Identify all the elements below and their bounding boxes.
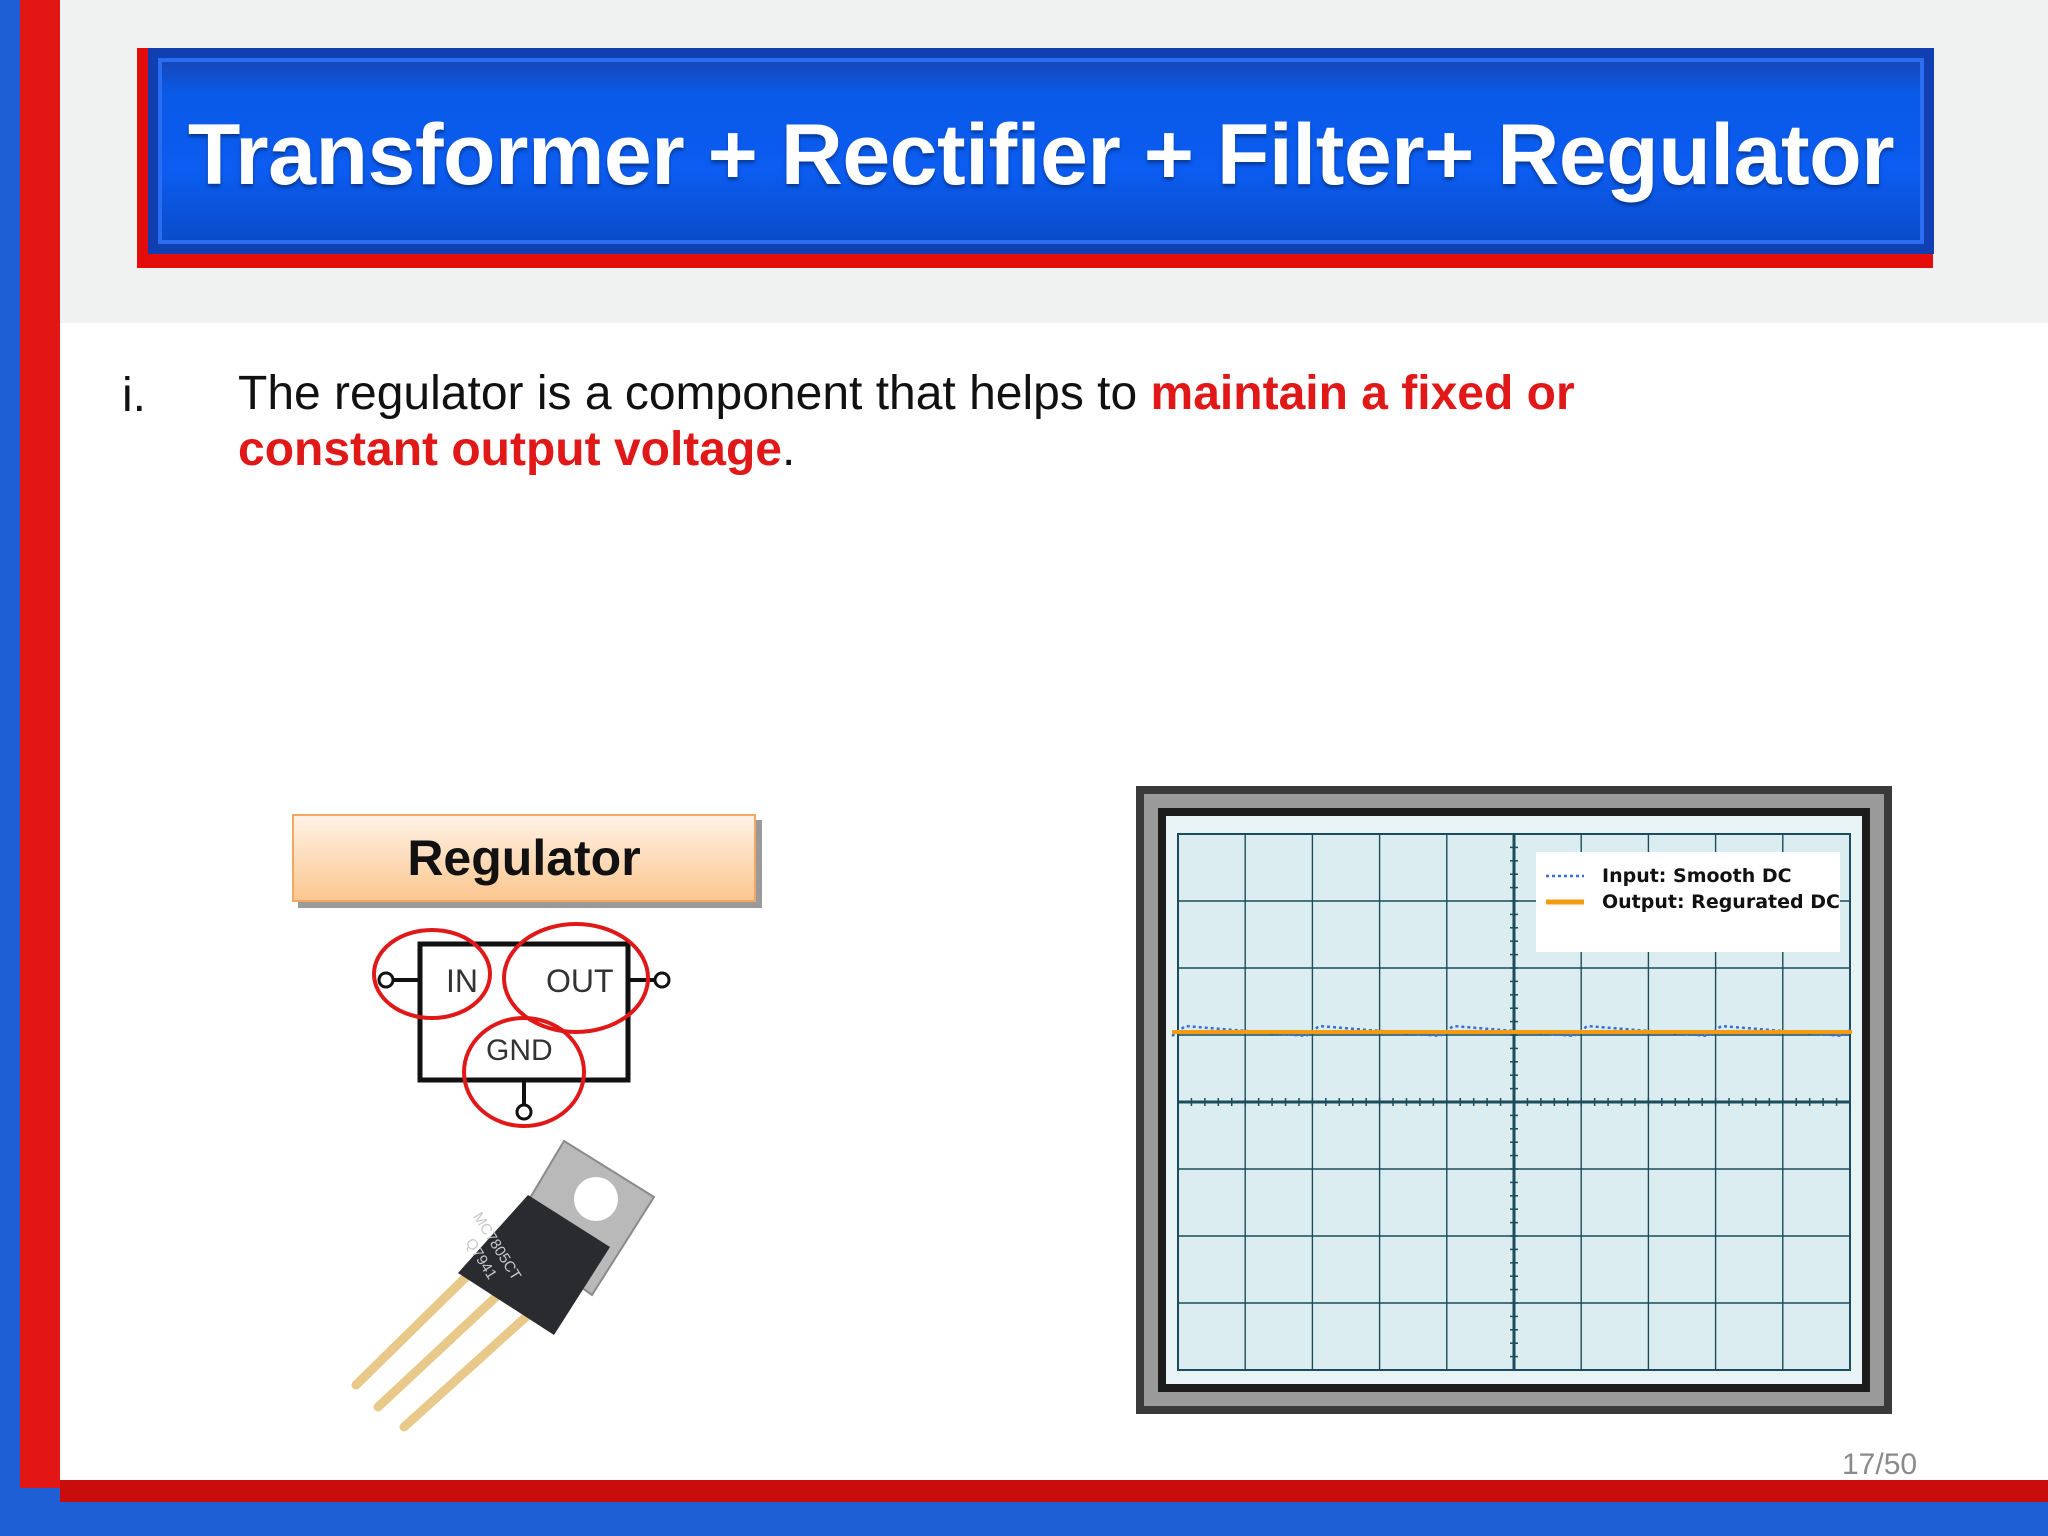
scope-axis-ticks	[1177, 833, 1851, 1371]
left-blue-border	[0, 0, 20, 1536]
ic-leads	[351, 1270, 533, 1432]
in-terminal	[377, 971, 395, 989]
slide-title: Transformer + Rectifier + Filter+ Regula…	[187, 106, 1895, 203]
out-terminal	[653, 971, 671, 989]
regulator-label: Regulator	[292, 814, 756, 902]
footer-red-stripe	[60, 1480, 2048, 1502]
bullet-text: The regulator is a component that helps …	[238, 366, 1738, 478]
gnd-highlight-circle	[462, 1016, 586, 1128]
page-number: 17/50	[1842, 1448, 1918, 1481]
legend-output-label: Output: Regurated DC	[1602, 891, 1840, 913]
in-highlight-circle	[372, 928, 492, 1020]
mounting-hole	[574, 1177, 618, 1221]
title-bar	[148, 48, 1934, 254]
scope-legend	[1536, 852, 1840, 952]
regulator-symbol-diagram: IN OUT GND	[372, 922, 671, 1128]
in-label: IN	[446, 963, 478, 999]
legend-input-label: Input: Smooth DC	[1602, 865, 1792, 887]
bullet-text-end: .	[781, 423, 796, 476]
ic-body	[458, 1195, 610, 1335]
out-highlight-circle	[502, 922, 650, 1034]
out-label: OUT	[546, 963, 614, 999]
bullet-highlight: maintain a fixed or constant output volt…	[238, 367, 1575, 476]
left-red-border	[20, 0, 60, 1488]
oscilloscope-display: Input: Smooth DC Output: Regurated DC	[1136, 786, 1892, 1414]
regulator-ic-photo: MC7805CT Q7941	[351, 1139, 656, 1432]
footer-blue-stripe	[60, 1502, 2048, 1536]
gnd-label: GND	[486, 1034, 553, 1067]
gnd-terminal	[515, 1103, 533, 1121]
bullet-text-plain: The regulator is a component that helps …	[238, 367, 1151, 420]
bullet-marker: i.	[122, 369, 146, 422]
left-blue-corner	[0, 1488, 60, 1536]
